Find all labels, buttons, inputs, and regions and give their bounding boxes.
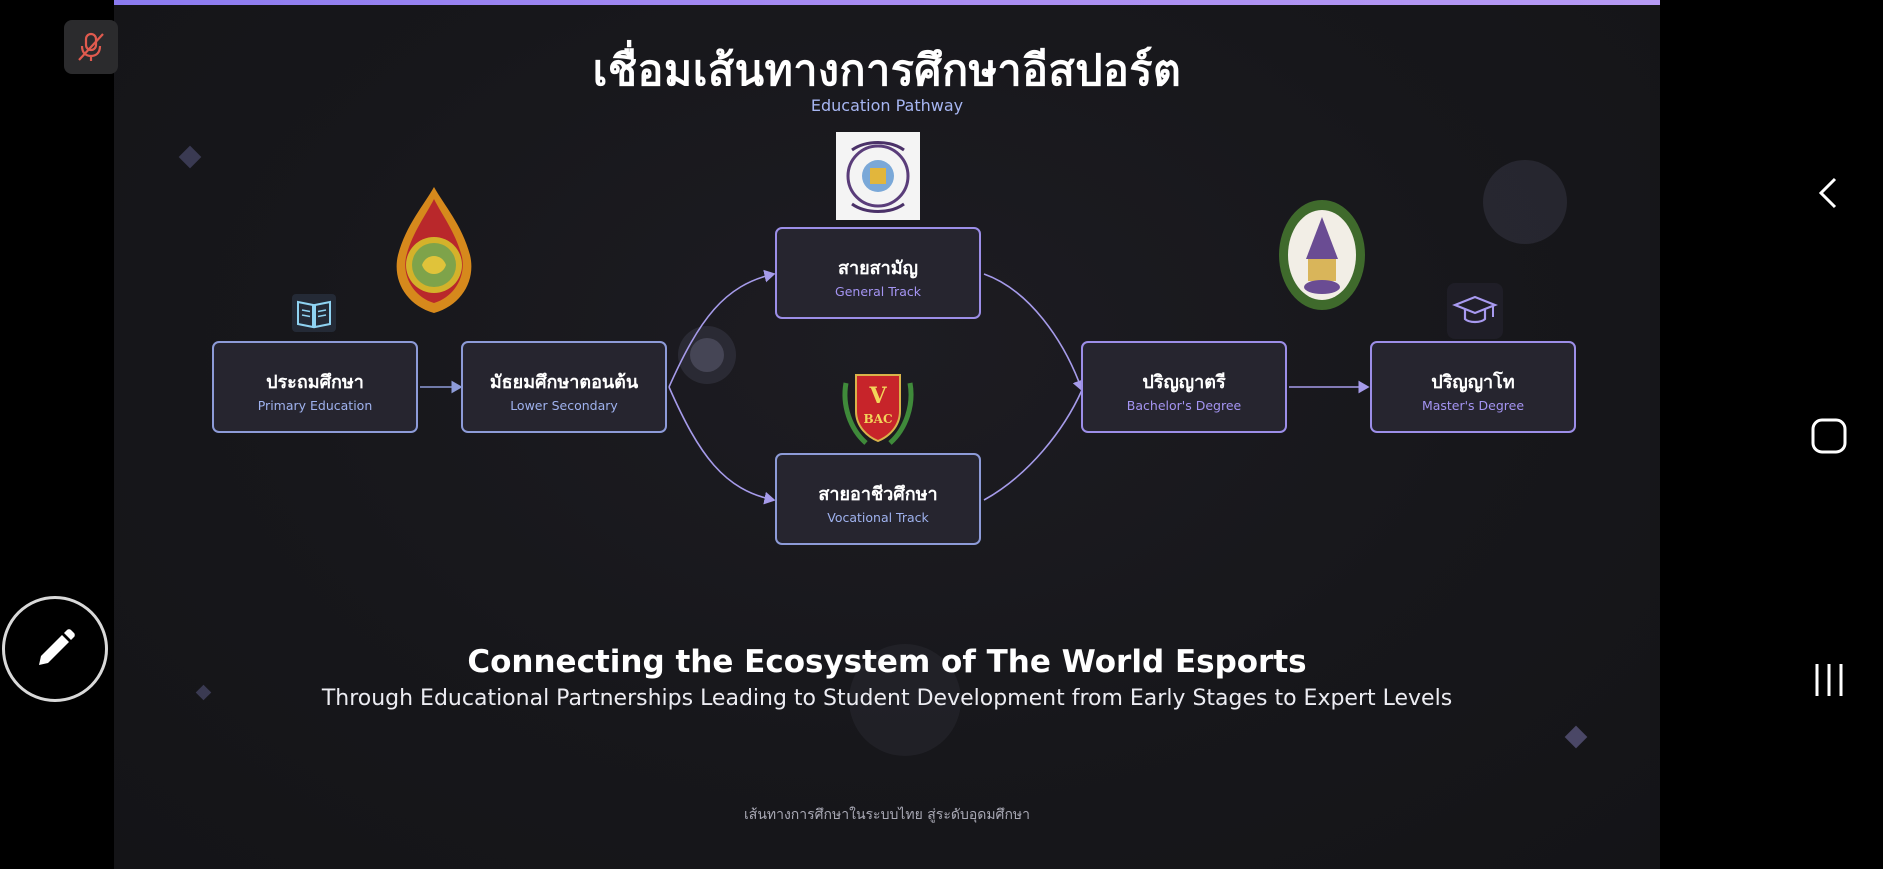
node-general-track: สายสามัญ General Track — [775, 227, 981, 319]
node-primary-education: ประถมศึกษา Primary Education — [212, 341, 418, 433]
slide-title: เชื่อมเส้นทางการศึกษาอีสปอร์ต — [592, 46, 1182, 96]
book-icon — [292, 294, 336, 332]
vbac-college-logo: V BAC — [842, 374, 914, 445]
node-lower-secondary: มัธยมศึกษาตอนต้น Lower Secondary — [461, 341, 667, 433]
pen-icon — [39, 629, 75, 665]
node-lower-secondary-th: มัธยมศึกษาตอนต้น — [489, 372, 639, 393]
arrow-general-to-bachelor — [983, 273, 1085, 392]
node-lower-secondary-en: Lower Secondary — [510, 398, 618, 413]
node-vocational-en: Vocational Track — [827, 510, 929, 525]
slide-top-accent-bar — [114, 0, 1660, 5]
circle-decoration — [690, 338, 724, 372]
svg-text:BAC: BAC — [863, 412, 892, 426]
node-general-th: สายสามัญ — [838, 258, 918, 279]
slide-subtitle: Education Pathway — [810, 96, 964, 115]
circle-decoration — [849, 644, 961, 756]
node-bachelor-degree: ปริญญาตรี Bachelor's Degree — [1081, 341, 1287, 433]
graduation-cap-icon-box — [1447, 283, 1503, 339]
university-seal-logo — [1279, 200, 1365, 310]
pathway-connectors — [420, 269, 1370, 505]
headline: Connecting the Ecosystem of The World Es… — [467, 644, 1307, 680]
microphone-muted-icon — [78, 32, 104, 61]
mute-microphone-button[interactable] — [64, 20, 118, 74]
nav-home-button[interactable] — [1800, 407, 1858, 465]
nav-recents-button[interactable] — [1800, 651, 1858, 709]
node-bachelor-en: Bachelor's Degree — [1126, 398, 1242, 413]
node-vocational-track: สายอาชีวศึกษา Vocational Track — [775, 453, 981, 545]
arrow-lower-to-general — [668, 269, 776, 388]
home-icon — [1811, 418, 1847, 454]
back-icon — [1818, 177, 1837, 209]
node-bachelor-th: ปริญญาตรี — [1142, 372, 1226, 393]
annotate-pen-button[interactable] — [2, 596, 108, 702]
recents-icon — [1815, 664, 1843, 696]
node-primary-en: Primary Education — [257, 398, 373, 413]
arrow-vocational-to-bachelor — [983, 389, 1083, 501]
node-general-en: General Track — [835, 284, 921, 299]
nav-back-button[interactable] — [1800, 164, 1858, 222]
circle-decoration — [1483, 160, 1567, 244]
node-primary-th: ประถมศึกษา — [266, 372, 364, 393]
node-master-th: ปริญญาโท — [1431, 372, 1515, 393]
graduation-cap-icon — [1452, 295, 1498, 324]
obec-emblem-logo — [396, 187, 472, 313]
general-track-school-logo — [836, 132, 920, 220]
node-master-en: Master's Degree — [1421, 398, 1525, 413]
arrow-lower-to-vocational — [668, 386, 776, 505]
svg-text:V: V — [868, 383, 887, 409]
tagline: Through Educational Partnerships Leading… — [321, 686, 1453, 711]
slide-footer: เส้นทางการศึกษาในระบบไทย สู่ระดับอุดมศึก… — [743, 807, 1031, 823]
presentation-slide: เชื่อมเส้นทางการศึกษาอีสปอร์ต Education … — [114, 0, 1660, 869]
node-vocational-th: สายอาชีวศึกษา — [818, 484, 938, 505]
node-master-degree: ปริญญาโท Master's Degree — [1370, 341, 1576, 433]
